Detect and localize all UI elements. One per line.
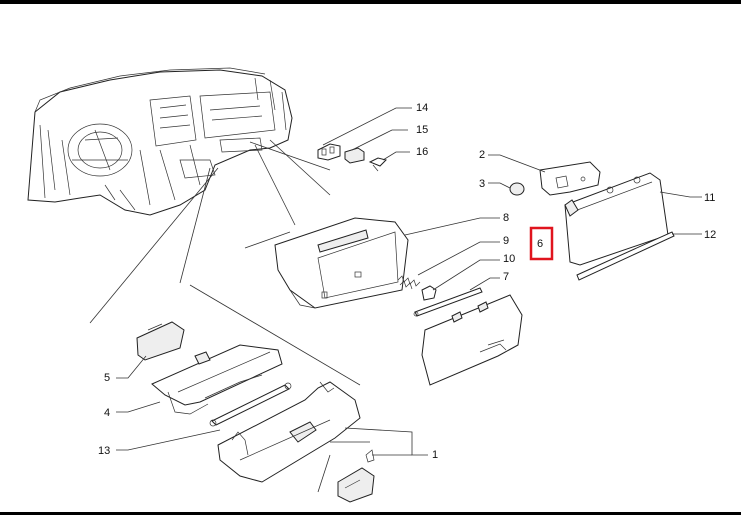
leader-8	[404, 217, 500, 236]
callout-14: 14	[416, 102, 428, 114]
leader-1c	[317, 454, 331, 493]
leader-dash-3	[249, 141, 331, 171]
part-7-rod	[413, 287, 483, 317]
callout-15: 15	[416, 124, 428, 136]
leader-dash-6	[189, 284, 361, 386]
leader-dash-1	[269, 139, 331, 196]
leader-7	[469, 277, 500, 291]
part-2-bracket	[539, 161, 601, 196]
part-3-button	[509, 182, 525, 196]
callout-6[interactable]: 6	[537, 238, 543, 250]
part-14-clip	[317, 143, 341, 161]
leader-dash-5	[179, 167, 211, 284]
callout-16: 16	[416, 146, 428, 158]
part-1-latch	[337, 449, 375, 503]
part-12-strip	[576, 231, 675, 281]
bottom-frame-bar	[0, 512, 741, 515]
callout-1: 1	[432, 449, 438, 461]
leader-15	[351, 129, 408, 151]
leader-2	[488, 154, 546, 173]
leader-10	[432, 259, 500, 291]
highlight-box	[529, 226, 554, 261]
callout-7: 7	[503, 271, 509, 283]
leader-14	[322, 107, 412, 146]
leader-11	[659, 191, 702, 198]
part-6-lid	[421, 294, 523, 386]
part-8-housing	[274, 217, 409, 309]
part-9-spring	[397, 275, 421, 290]
leader-1a	[344, 427, 428, 456]
callout-5: 5	[104, 372, 110, 384]
leader-16	[382, 151, 410, 161]
part-4-tray	[151, 344, 283, 415]
callout-9: 9	[503, 235, 509, 247]
leader-4	[116, 401, 161, 413]
leader-dash-2	[254, 144, 296, 226]
dashboard-illustration	[27, 67, 293, 216]
part-15-clip	[344, 147, 365, 164]
leader-dash-7	[244, 231, 291, 249]
leader-13	[116, 429, 221, 451]
part-13-strut	[209, 382, 292, 427]
callout-4: 4	[104, 407, 110, 419]
leader-5	[116, 355, 147, 379]
callout-10: 10	[503, 253, 515, 265]
top-frame-bar	[0, 0, 741, 4]
part-5-cover	[136, 321, 185, 361]
part-11-door	[564, 172, 669, 266]
part-16-screw	[368, 157, 387, 172]
leader-9	[417, 241, 500, 276]
callout-11: 11	[704, 192, 715, 204]
callout-2: 2	[479, 149, 485, 161]
part-1-glovebox	[217, 381, 361, 483]
leader-3	[488, 182, 511, 189]
part-10-clip	[421, 285, 437, 301]
leader-dash-4	[89, 167, 219, 324]
callout-12: 12	[704, 229, 716, 241]
callout-3: 3	[479, 178, 485, 190]
callout-8: 8	[503, 212, 509, 224]
callout-13: 13	[98, 445, 110, 457]
